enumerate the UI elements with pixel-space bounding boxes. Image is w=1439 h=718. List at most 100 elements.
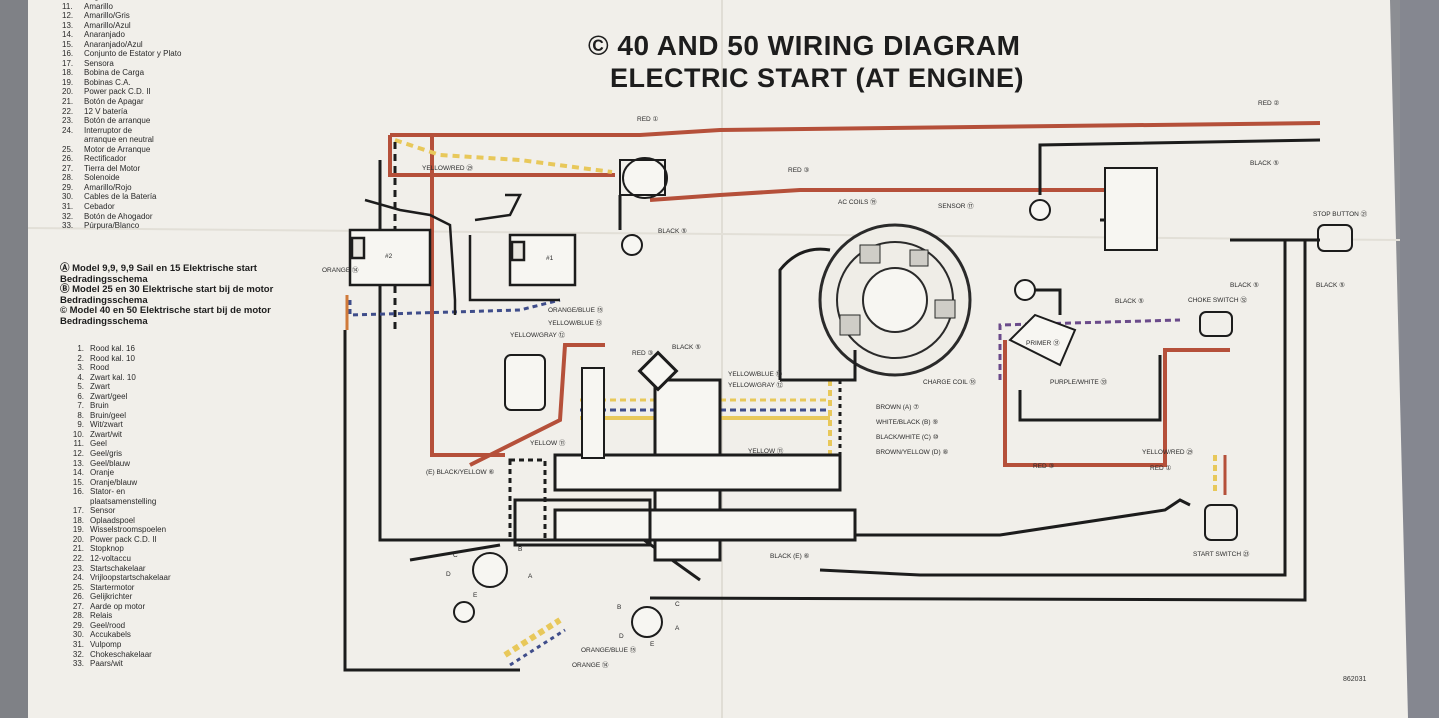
spanish-legend-number: 27. xyxy=(62,163,74,173)
dutch-legend-number: 21. xyxy=(72,544,84,554)
diagram-title: © 40 AND 50 WIRING DIAGRAM ELECTRIC STAR… xyxy=(588,30,1024,94)
dutch-legend-item: 3.Rood xyxy=(66,363,266,373)
spanish-legend-item: 29. Amarillo/Rojo xyxy=(62,183,262,193)
dutch-legend-item: 17.Sensor xyxy=(66,506,266,516)
dutch-legend-item: 5. Zwart xyxy=(66,382,266,392)
dutch-legend-text: Wisselstroomspoelen xyxy=(90,525,167,535)
label-yellow-gray: YELLOW/GRAY ⑫ xyxy=(510,331,566,339)
spanish-legend-item: 10.Negro/Blanco xyxy=(62,0,262,2)
label-pin-e: E xyxy=(473,592,478,599)
label-ac-coils: AC COILS ⑲ xyxy=(838,198,877,206)
dutch-legend-text: Oranje xyxy=(90,468,115,478)
spanish-legend-text: Power pack C.D. II xyxy=(84,87,151,97)
label-yellow-pack: YELLOW ⑪ xyxy=(530,439,566,447)
dutch-legend-item: 15.Oranje/blauw xyxy=(66,478,266,488)
label-pin-d2: D xyxy=(619,633,624,640)
label-black-right-3: BLACK ⑤ xyxy=(1316,281,1345,289)
label-yellow-red-lower: YELLOW/RED ㉙ xyxy=(1142,448,1193,456)
spanish-legend-number: 29. xyxy=(62,182,74,192)
label-red-top: RED ② xyxy=(1258,99,1280,107)
dutch-legend-item: 1.Rood kal. 16 xyxy=(66,344,266,354)
spanish-legend-item: 20. Power pack C.D. II xyxy=(62,87,262,97)
dutch-legend-text: Oranje/blauw xyxy=(90,477,138,487)
dutch-legend-item: 22.12-voltaccu xyxy=(66,554,266,564)
label-yellow-blue: YELLOW/BLUE ⑬ xyxy=(548,319,603,327)
dutch-legend-number: 16. xyxy=(72,487,84,497)
black-wire-network xyxy=(343,138,1321,672)
label-e-black-yellow: (E) BLACK/YELLOW ⑥ xyxy=(426,468,494,476)
dutch-legend-number: 23. xyxy=(72,563,84,573)
dutch-legend-item: 23.Startschakelaar xyxy=(66,564,266,574)
primer xyxy=(1008,313,1077,367)
label-sensor: SENSOR ⑰ xyxy=(938,202,974,210)
dutch-legend-text: Accukabels xyxy=(90,630,131,640)
dutch-legend-item: 21.Stopknop xyxy=(66,544,266,554)
dutch-legend-number: 27. xyxy=(72,601,84,611)
label-purple-white: PURPLE/WHITE ㉝ xyxy=(1050,378,1108,386)
pack-terminal xyxy=(637,350,679,392)
label-black-pack: BLACK ⑤ xyxy=(672,343,701,351)
label-black-e: BLACK (E) ⑥ xyxy=(770,552,810,560)
red-pack-wire xyxy=(469,343,605,467)
spanish-legend-text: arranque en neutral xyxy=(84,135,154,145)
label-yellow-blue-2: YELLOW/BLUE ⑬ xyxy=(728,370,783,378)
spanish-legend-number: 11. xyxy=(62,1,73,11)
dutch-legend-number: 10. xyxy=(72,429,84,439)
dutch-legend-item: 10.Zwart/wit xyxy=(66,430,266,440)
spanish-legend-number: 15. xyxy=(62,39,74,49)
model-line: Bedradingsschema xyxy=(60,294,148,306)
spanish-legend-item: 16.Conjunto de Estator y Plato xyxy=(62,49,262,59)
dutch-legend-number: 9. xyxy=(77,420,84,430)
title-line-2: ELECTRIC START (AT ENGINE) xyxy=(610,63,1024,93)
spanish-legend-text: Botón de arranque xyxy=(84,116,151,126)
dutch-legend-item: plaatsamenstelling xyxy=(66,497,266,507)
label-pin-c2: C xyxy=(675,601,680,608)
rectifier xyxy=(1104,167,1158,251)
dutch-legend-text: Power pack C.D. II xyxy=(90,534,157,544)
dutch-legend-text: Zwart/geel xyxy=(90,391,128,401)
dutch-legend-text: Chokeschakelaar xyxy=(90,649,152,659)
spanish-legend-text: Tierra del Motor xyxy=(84,163,141,173)
label-charge-coil: CHARGE COIL ⑱ xyxy=(923,378,976,386)
spanish-legend-text: Amarillo/Rojo xyxy=(84,182,132,192)
spanish-legend-text: Cables de la Batería xyxy=(84,192,157,202)
ignition-coils xyxy=(348,193,577,315)
spanish-legend: 10.Negro/Blanco11.Amarillo12.Amarillo/Gr… xyxy=(62,0,262,231)
dutch-legend-item: 14.Oranje xyxy=(66,468,266,478)
dutch-legend-number: 5. xyxy=(77,382,84,392)
spanish-legend-item: 14.Anaranjado xyxy=(62,30,262,40)
dutch-legend-text: Geel xyxy=(90,439,107,449)
spanish-legend-item: 25.Motor de Arranque xyxy=(62,145,262,155)
stop-button xyxy=(1317,224,1353,252)
dutch-legend-item: 24.Vrijloopstartschakelaar xyxy=(66,573,266,583)
dutch-legend-number: 6. xyxy=(77,391,84,401)
dutch-legend-number: 3. xyxy=(77,363,84,373)
spanish-legend-number: 22. xyxy=(62,106,74,116)
spanish-legend-number: 23. xyxy=(62,116,74,126)
label-pin-b: B xyxy=(518,546,522,553)
label-black-right: BLACK ⑤ xyxy=(1250,159,1279,167)
dutch-legend-item: 9.Wit/zwart xyxy=(66,420,266,430)
dutch-legend-text: Bruin/geel xyxy=(90,410,127,420)
label-orange-bottom: ORANGE ⑭ xyxy=(572,661,609,669)
model-line: Bedradingsschema xyxy=(60,273,148,285)
label-black-choke: BLACK ⑤ xyxy=(1115,297,1144,305)
dutch-legend-item: 8.Bruin/geel xyxy=(66,411,266,421)
spanish-legend-text: Interruptor de xyxy=(84,125,133,135)
spanish-legend-number: 32. xyxy=(62,211,74,221)
spanish-legend-item: 22.12 V batería xyxy=(62,107,262,117)
dutch-legend-text: Rood kal. 10 xyxy=(90,353,135,363)
spanish-legend-item: 31.Cebador xyxy=(62,202,262,212)
label-yellow-mid: YELLOW ⑪ xyxy=(748,447,784,455)
spanish-legend-text: Anaranjado/Azul xyxy=(84,39,143,49)
spanish-legend-text: Rectificador xyxy=(84,154,127,164)
spanish-legend-number: 20. xyxy=(62,87,74,97)
dutch-legend-text: Zwart xyxy=(90,382,110,392)
dutch-legend-item: 29.Geel/rood xyxy=(66,621,266,631)
dutch-legend-number: 30. xyxy=(72,630,84,640)
dutch-legend-item: 2.Rood kal. 10 xyxy=(66,354,266,364)
spanish-legend-number: 14. xyxy=(62,30,74,40)
label-red-lower-2: RED ① xyxy=(1150,464,1172,472)
